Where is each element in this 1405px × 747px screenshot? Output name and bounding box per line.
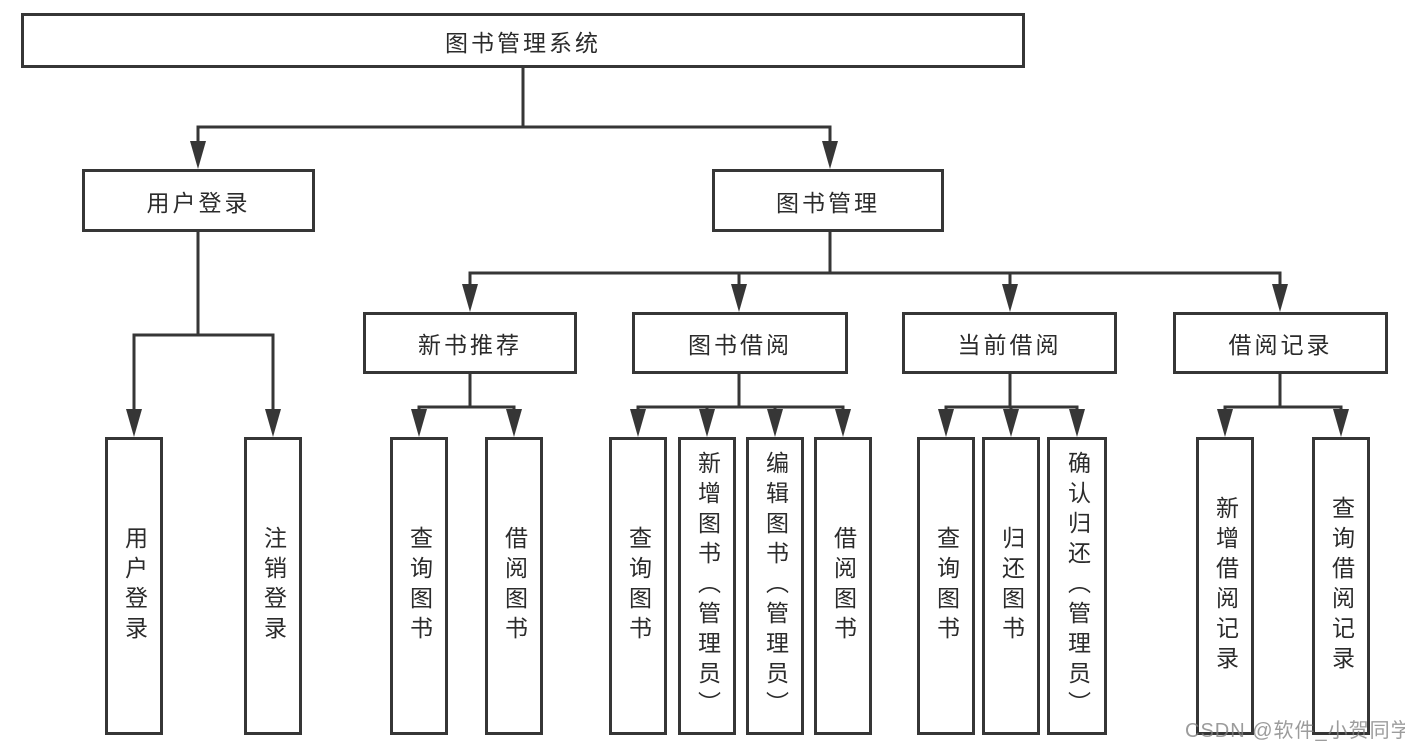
node-root: 图书管理系统 xyxy=(21,13,1025,68)
leaf-label: 新增借阅记录 xyxy=(1212,496,1239,676)
leaf-label: 查询图书 xyxy=(406,526,433,646)
leaf-label: 注销登录 xyxy=(260,526,287,646)
leaf-query-borrow-record: 查询借阅记录 xyxy=(1312,437,1370,735)
connector-book-mgmt-to-level3 xyxy=(462,230,1288,312)
node-book-management: 图书管理 xyxy=(712,169,944,232)
leaf-user-login: 用户登录 xyxy=(105,437,163,735)
connector-borrow-records-children xyxy=(1217,372,1349,437)
leaf-label: 新增图书（管理员） xyxy=(694,451,721,721)
arrowhead-icon xyxy=(630,409,646,437)
leaf-label: 借阅图书 xyxy=(501,526,528,646)
arrowhead-icon xyxy=(938,409,954,437)
arrowhead-icon xyxy=(190,141,206,169)
node-new-book-recommend: 新书推荐 xyxy=(363,312,577,374)
leaf-return-books: 归还图书 xyxy=(982,437,1040,735)
leaf-label: 查询图书 xyxy=(933,526,960,646)
arrowhead-icon xyxy=(506,409,522,437)
leaf-label: 确认归还（管理员） xyxy=(1064,451,1091,721)
leaf-logout: 注销登录 xyxy=(244,437,302,735)
arrowhead-icon xyxy=(835,409,851,437)
leaf-add-books-admin: 新增图书（管理员） xyxy=(678,437,736,735)
arrowhead-icon xyxy=(1002,284,1018,312)
leaf-confirm-return-admin: 确认归还（管理员） xyxy=(1047,437,1107,735)
arrowhead-icon xyxy=(731,284,747,312)
leaf-query-books-3: 查询图书 xyxy=(917,437,975,735)
leaf-query-books-2: 查询图书 xyxy=(609,437,667,735)
connector-book-borrow-children xyxy=(630,372,851,437)
leaf-borrow-books-2: 借阅图书 xyxy=(814,437,872,735)
leaf-label: 查询借阅记录 xyxy=(1328,496,1355,676)
connector-user-login-children xyxy=(126,230,281,437)
leaf-label: 编辑图书（管理员） xyxy=(762,451,789,721)
arrowhead-icon xyxy=(1003,409,1019,437)
connector-current-borrow-children xyxy=(938,372,1085,437)
node-book-borrow: 图书借阅 xyxy=(632,312,848,374)
arrowhead-icon xyxy=(822,141,838,169)
arrowhead-icon xyxy=(767,409,783,437)
node-current-borrow: 当前借阅 xyxy=(902,312,1117,374)
arrowhead-icon xyxy=(265,409,281,437)
leaf-borrow-books-1: 借阅图书 xyxy=(485,437,543,735)
leaf-label: 用户登录 xyxy=(121,526,148,646)
watermark: CSDN @软件_小贺同学 xyxy=(1185,720,1405,742)
leaf-query-books-1: 查询图书 xyxy=(390,437,448,735)
leaf-label: 归还图书 xyxy=(998,526,1025,646)
connector-root-to-level2 xyxy=(190,66,838,169)
arrowhead-icon xyxy=(699,409,715,437)
leaf-label: 查询图书 xyxy=(625,526,652,646)
arrowhead-icon xyxy=(462,284,478,312)
arrowhead-icon xyxy=(126,409,142,437)
leaf-label: 借阅图书 xyxy=(830,526,857,646)
arrowhead-icon xyxy=(1272,284,1288,312)
arrowhead-icon xyxy=(1217,409,1233,437)
arrowhead-icon xyxy=(411,409,427,437)
node-user-login: 用户登录 xyxy=(82,169,315,232)
connector-new-book-children xyxy=(411,372,522,437)
arrowhead-icon xyxy=(1333,409,1349,437)
arrowhead-icon xyxy=(1069,409,1085,437)
leaf-add-borrow-record: 新增借阅记录 xyxy=(1196,437,1254,735)
leaf-edit-books-admin: 编辑图书（管理员） xyxy=(746,437,804,735)
node-borrow-records: 借阅记录 xyxy=(1173,312,1388,374)
